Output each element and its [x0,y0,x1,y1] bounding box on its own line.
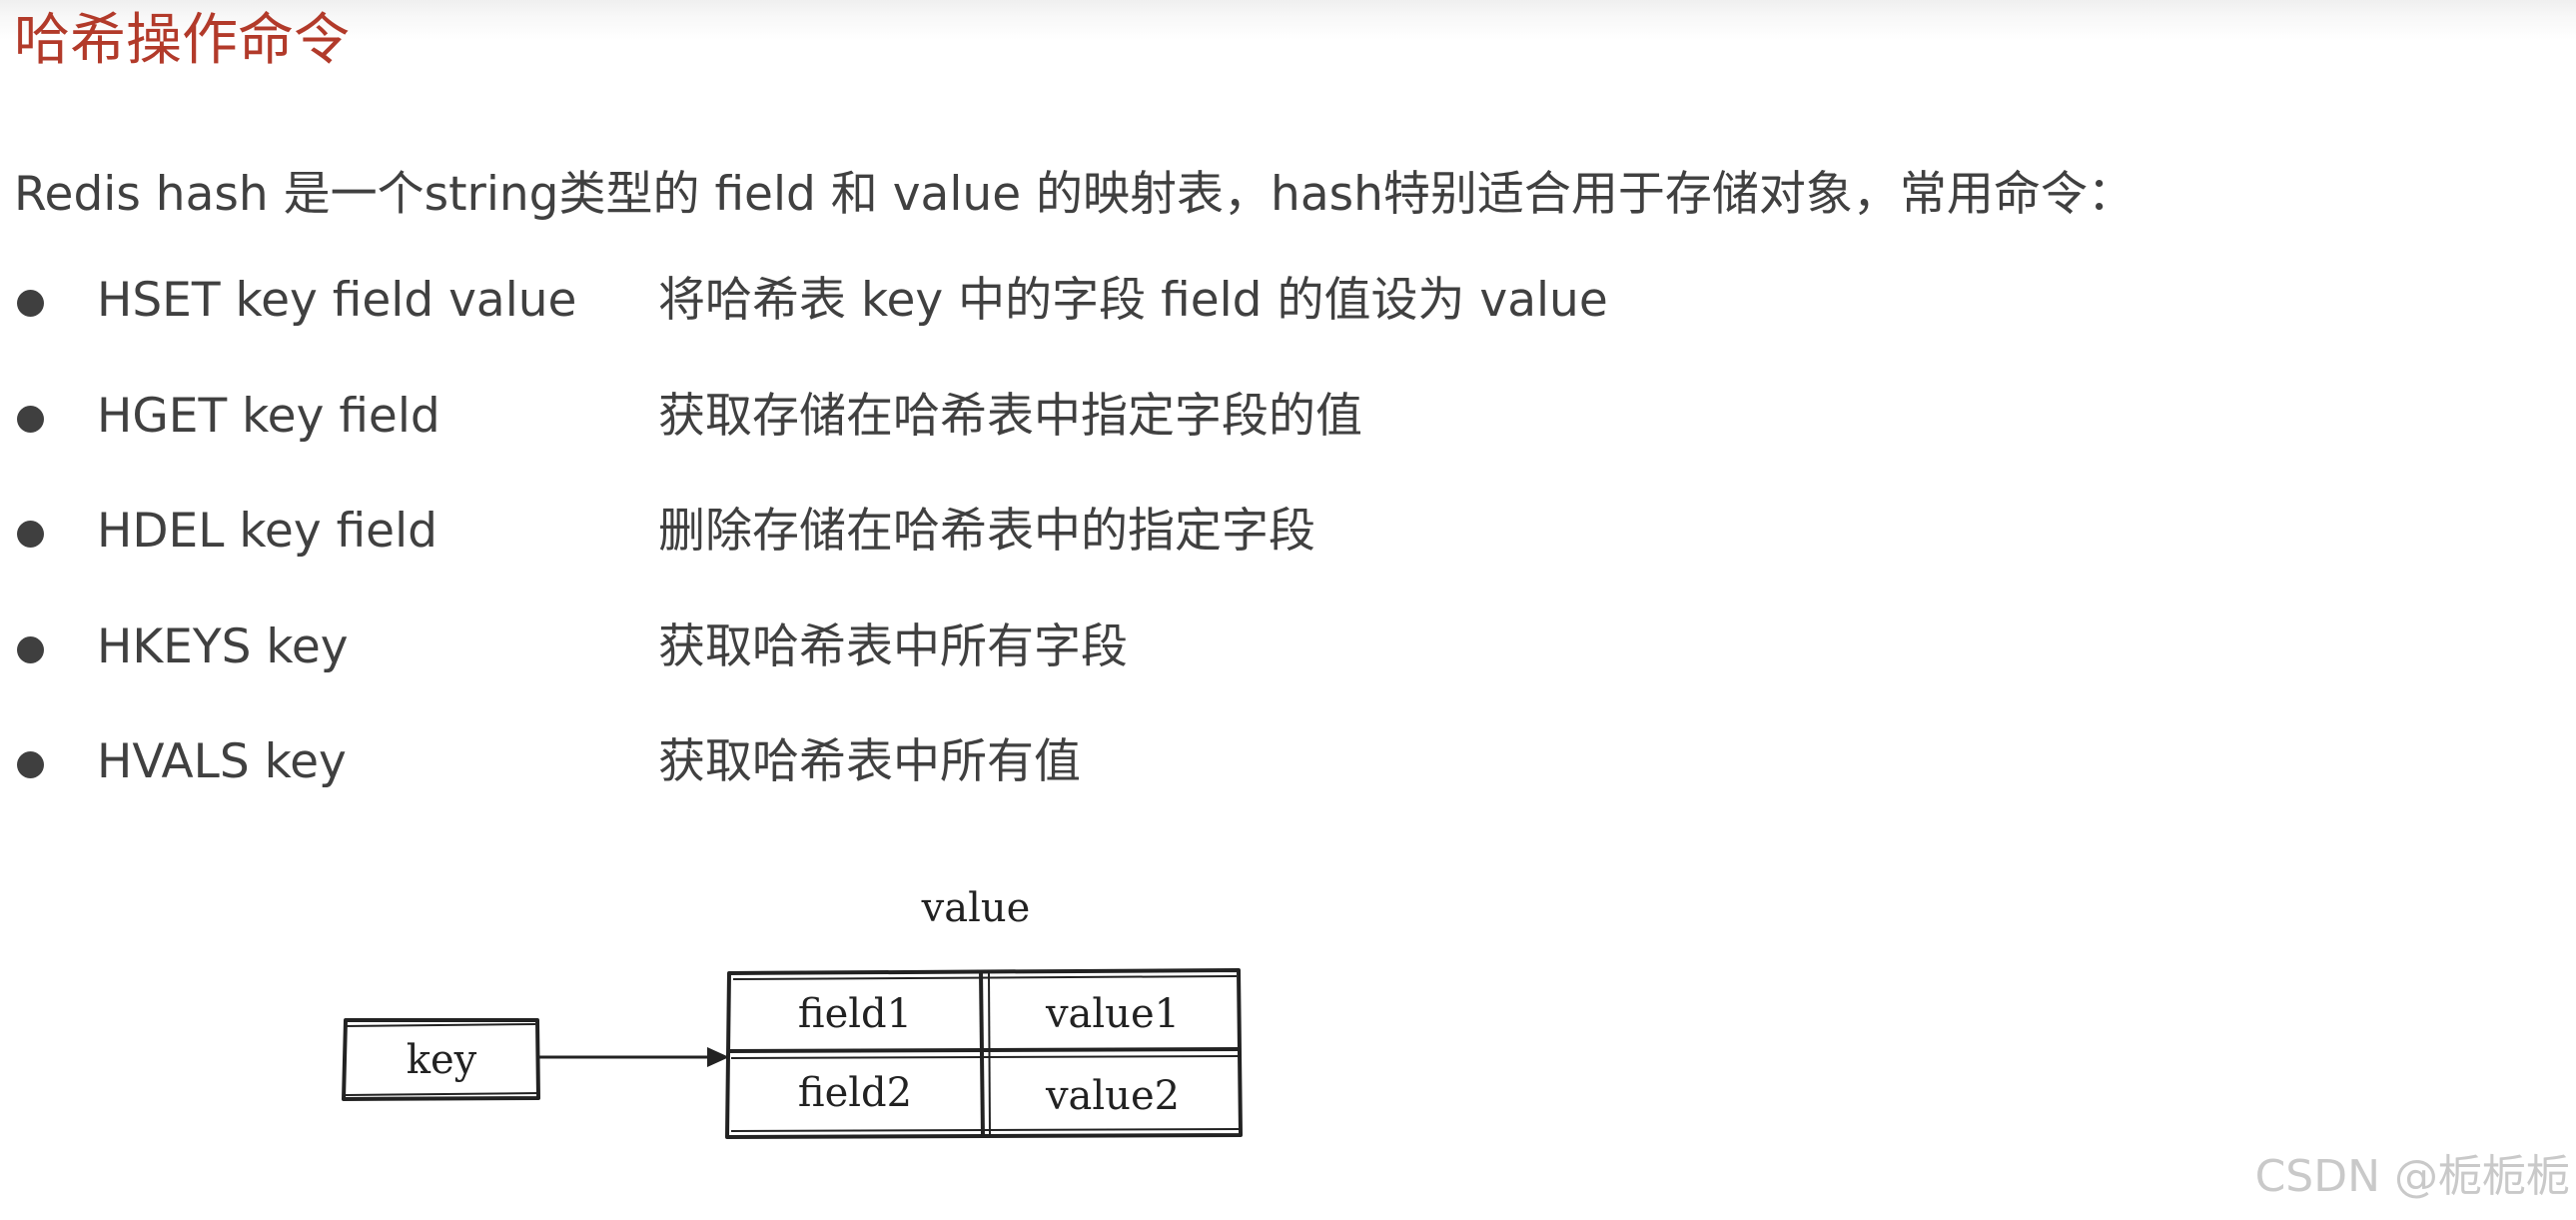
command-item: HGET key field 获取存储在哈希表中指定字段的值 [0,388,2576,504]
value-cell: value2 [1045,1073,1180,1119]
bullet-icon [17,635,44,663]
page-title: 哈希操作命令 [14,8,350,73]
hash-table: field1 value1 field2 value2 [725,968,1243,1139]
bullet-icon [17,751,44,778]
value-heading-label: value [921,885,1031,931]
command-item: HKEYS key 获取哈希表中所有字段 [0,618,2576,734]
hash-structure-diagram: value key field1 value1 fie [320,869,1269,1159]
bullet-icon [17,521,44,548]
command-description: 将哈希表 key 中的字段 field 的值设为 value [658,273,1608,328]
key-box: key [342,1018,540,1101]
key-label: key [407,1037,477,1083]
command-description: 获取存储在哈希表中指定字段的值 [658,388,1362,444]
command-name: HKEYS key [97,618,349,674]
bullet-icon [17,405,44,433]
command-name: HDEL key field [97,504,437,559]
field-cell: field1 [798,991,912,1037]
command-list: HSET key field value 将哈希表 key 中的字段 field… [0,272,2576,849]
watermark: CSDN @栀栀栀 [2254,1151,2570,1202]
value-cell: value1 [1045,991,1180,1037]
command-description: 获取哈希表中所有字段 [658,618,1128,674]
command-description: 删除存储在哈希表中的指定字段 [658,504,1315,559]
command-description: 获取哈希表中所有值 [658,734,1081,789]
command-name: HGET key field [97,388,440,444]
intro-paragraph: Redis hash 是一个string类型的 field 和 value 的映… [14,167,2135,222]
command-item: HSET key field value 将哈希表 key 中的字段 field… [0,272,2576,388]
field-cell: field2 [798,1070,912,1116]
command-name: HSET key field value [97,273,577,328]
command-name: HVALS key [97,734,347,789]
arrow-icon [539,1047,729,1067]
command-item: HDEL key field 删除存储在哈希表中的指定字段 [0,503,2576,618]
bullet-icon [17,290,44,317]
command-item: HVALS key 获取哈希表中所有值 [0,733,2576,849]
